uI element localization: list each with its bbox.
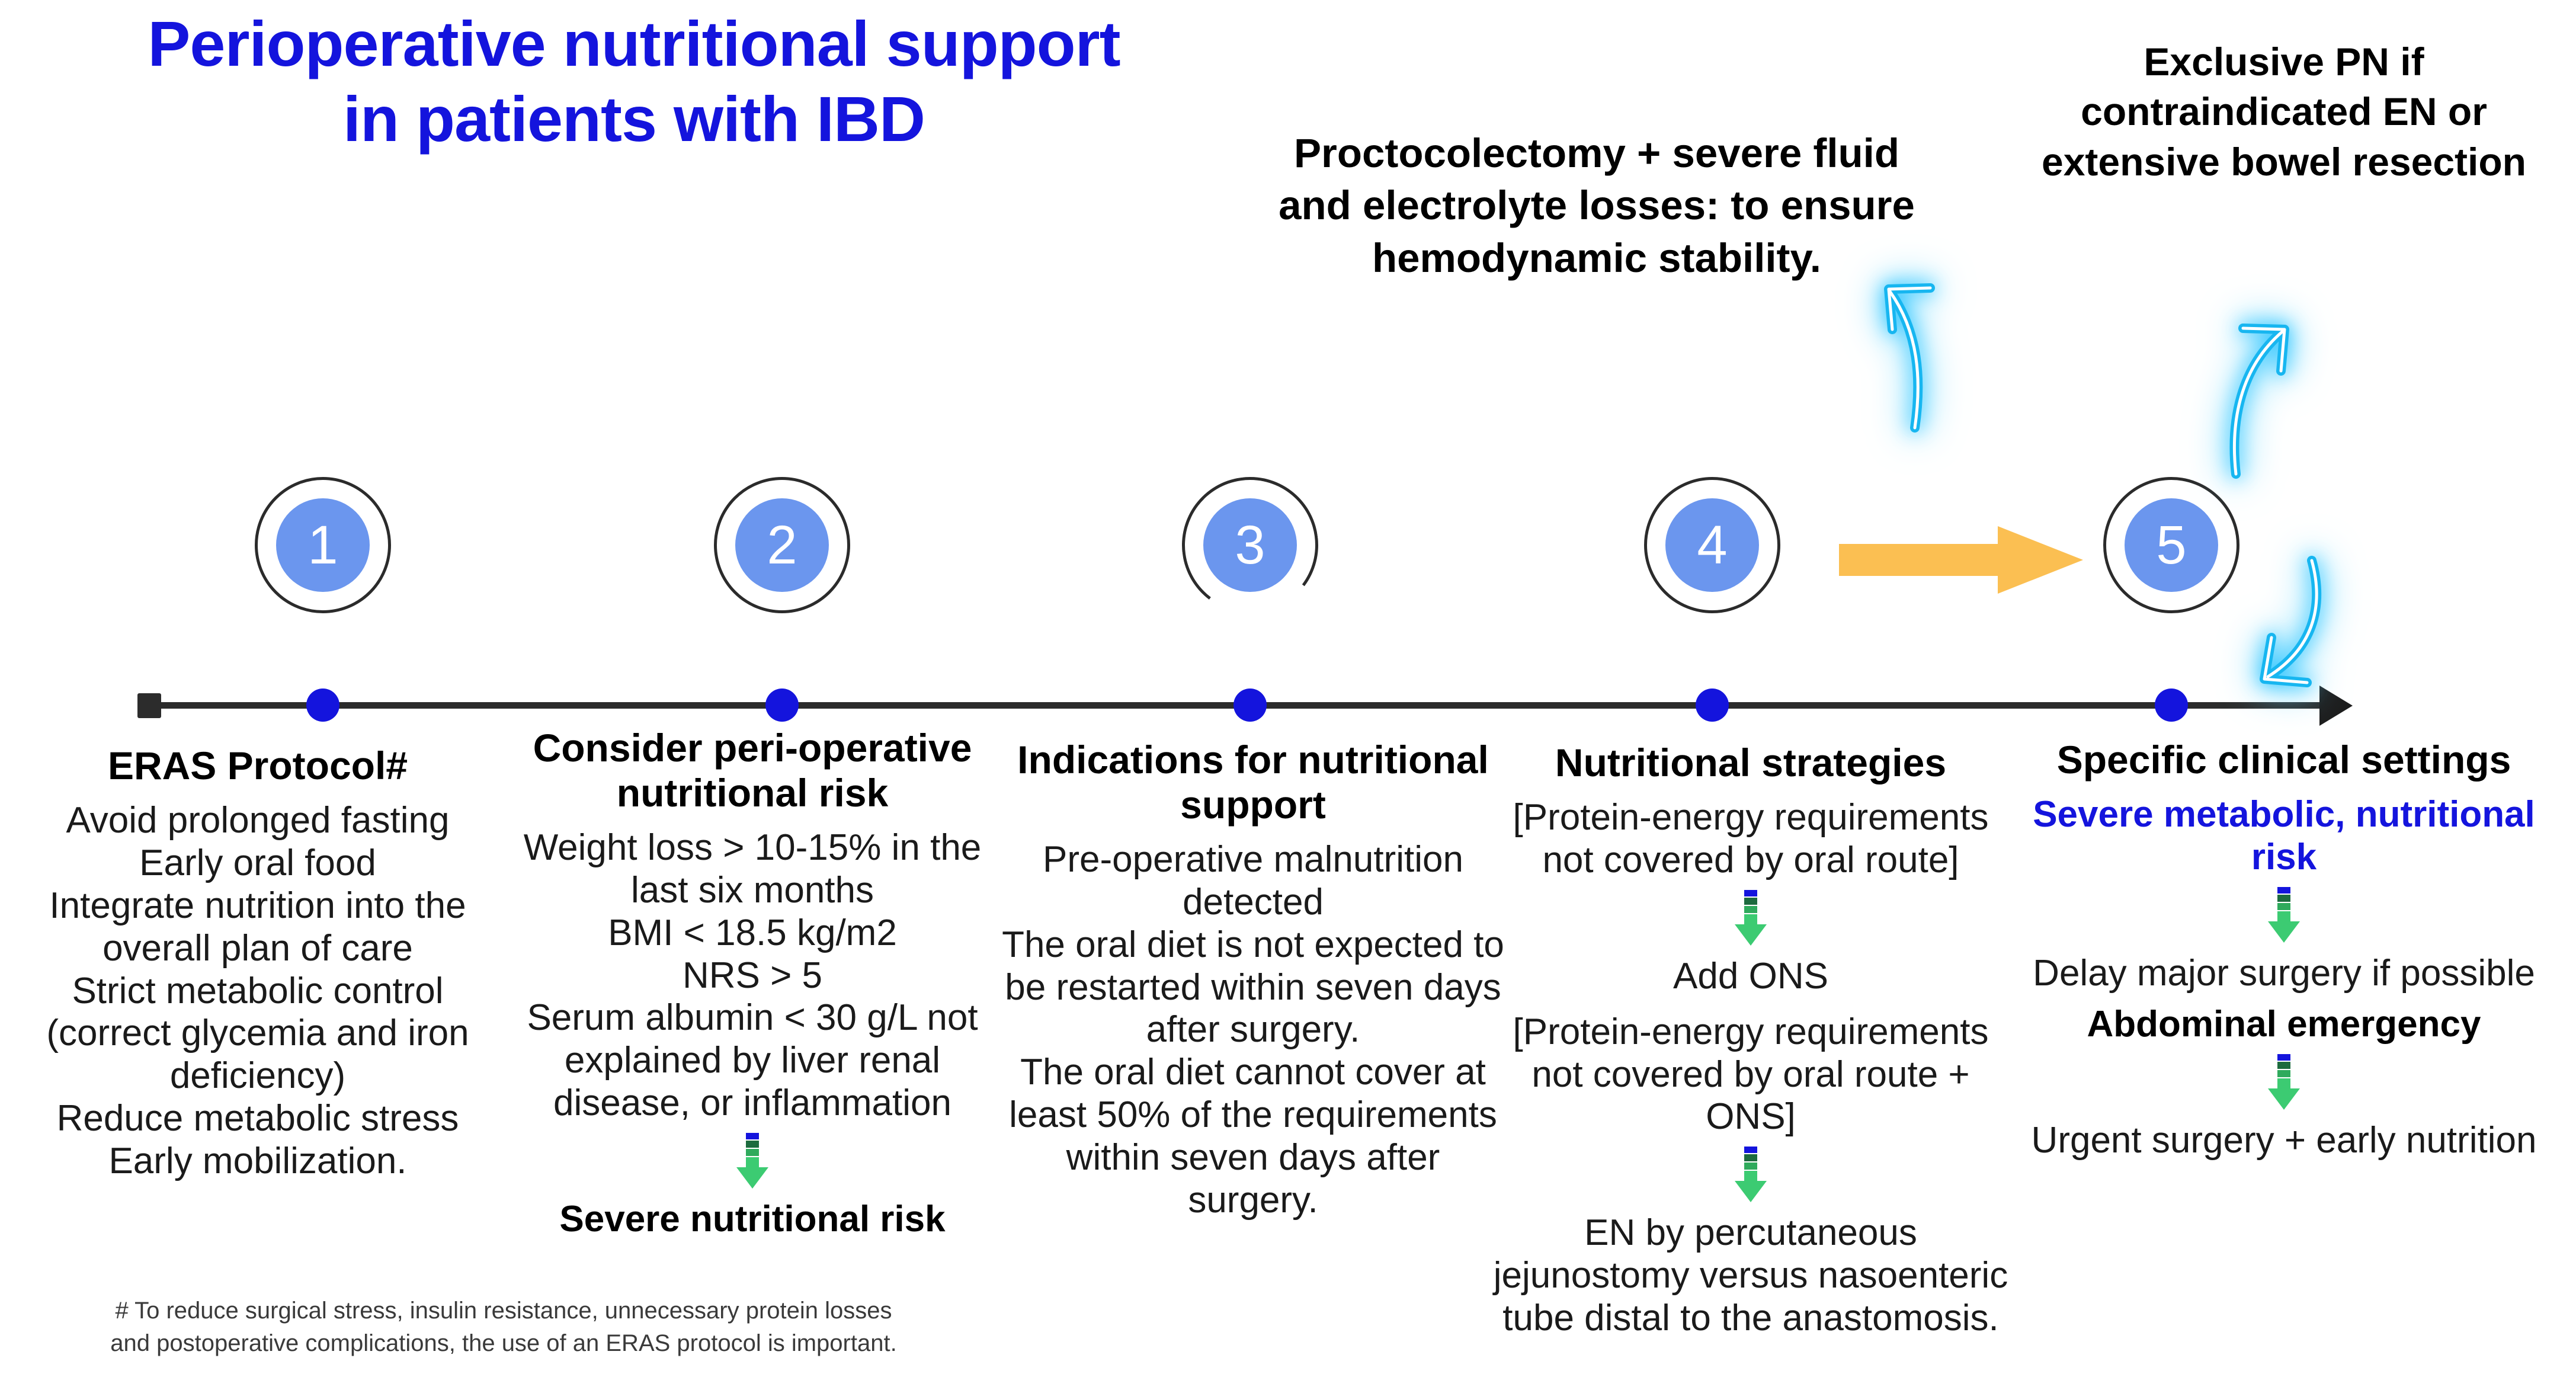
- green-down-arrow-icon: [1735, 1147, 1767, 1203]
- green-down-arrow-icon: [2268, 1053, 2300, 1110]
- page-title: Perioperative nutritional support in pat…: [148, 8, 1120, 155]
- column-4-heading: Nutritional strategies: [1555, 741, 1947, 784]
- neon-arrow-down-left-icon: [2260, 556, 2322, 687]
- column-1-heading: ERAS Protocol#: [107, 744, 408, 787]
- column-nutritional-strategies: Nutritional strategies [Protein-energy r…: [1487, 741, 2014, 1340]
- timeline-dot-2: [765, 689, 799, 722]
- orange-right-arrow-icon: [1839, 526, 2083, 594]
- column-nutritional-risk: Consider peri-operative nutritional risk…: [504, 726, 1001, 1241]
- column-5-emergency-action: Urgent surgery + early nutrition: [2031, 1119, 2537, 1161]
- column-2-body: Weight loss > 10-15% in the last six mon…: [523, 827, 982, 1124]
- step-ring-5: [2103, 477, 2239, 613]
- timeline-dot-4: [1696, 689, 1729, 722]
- column-5-heading: Specific clinical settings: [2056, 738, 2511, 782]
- step-number-4: 4: [1665, 498, 1759, 592]
- green-down-arrow-icon: [736, 1133, 768, 1189]
- step-ring-4: [1644, 477, 1780, 613]
- column-1-body: Avoid prolonged fasting Early oral food …: [46, 799, 469, 1182]
- column-4-step-1: [Protein-energy requirements not covered…: [1513, 796, 1989, 880]
- column-5-risk-label: Severe metabolic, nutritional risk: [2033, 793, 2535, 878]
- column-specific-settings: Specific clinical settings Severe metabo…: [2003, 738, 2565, 1161]
- step-number-3: 3: [1203, 498, 1297, 592]
- step-circle-3[interactable]: 3: [1173, 468, 1327, 622]
- column-eras-protocol: ERAS Protocol# Avoid prolonged fasting E…: [12, 744, 504, 1183]
- green-down-arrow-icon: [1735, 889, 1767, 946]
- step-number-2: 2: [735, 498, 829, 592]
- callout-exclusive-pn: Exclusive PN if contraindicated EN or ex…: [2041, 40, 2526, 184]
- column-3-body: Pre-operative malnutrition detected The …: [1002, 838, 1504, 1221]
- step-circle-4[interactable]: 4: [1644, 477, 1780, 613]
- neon-arrow-up-left-icon: [1884, 283, 1935, 433]
- footnote: # To reduce surgical stress, insulin res…: [110, 1298, 897, 1357]
- column-indications: Indications for nutritional support Pre-…: [1001, 738, 1505, 1222]
- column-4-step-2: Add ONS: [1673, 955, 1828, 997]
- timeline-dot-1: [306, 689, 339, 722]
- column-2-outcome: Severe nutritional risk: [559, 1199, 946, 1240]
- neon-arrow-up-right-icon: [2229, 324, 2289, 479]
- step-number-1: 1: [276, 498, 370, 592]
- timeline-dot-5: [2155, 689, 2188, 722]
- step-ring-1: [255, 477, 391, 613]
- timeline-dot-3: [1233, 689, 1267, 722]
- step-circle-5[interactable]: 5: [2103, 477, 2239, 613]
- timeline-axis: [142, 702, 2322, 709]
- column-4-step-4: EN by percutaneous jejunostomy versus na…: [1493, 1212, 2008, 1339]
- column-5-risk-action: Delay major surgery if possible: [2033, 952, 2535, 994]
- timeline-arrowhead-icon: [2319, 686, 2353, 726]
- step-circle-1[interactable]: 1: [255, 477, 391, 613]
- green-down-arrow-icon: [2268, 886, 2300, 943]
- step-ring-2: [714, 477, 850, 613]
- column-2-heading: Consider peri-operative nutritional risk: [533, 726, 972, 815]
- callout-proctocolectomy: Proctocolectomy + severe fluid and elect…: [1279, 130, 1915, 281]
- column-5-emergency-label: Abdominal emergency: [2087, 1003, 2481, 1045]
- column-3-heading: Indications for nutritional support: [1017, 738, 1489, 827]
- column-4-step-3: [Protein-energy requirements not covered…: [1513, 1011, 1989, 1138]
- step-circle-2[interactable]: 2: [714, 477, 850, 613]
- step-number-5: 5: [2125, 498, 2218, 592]
